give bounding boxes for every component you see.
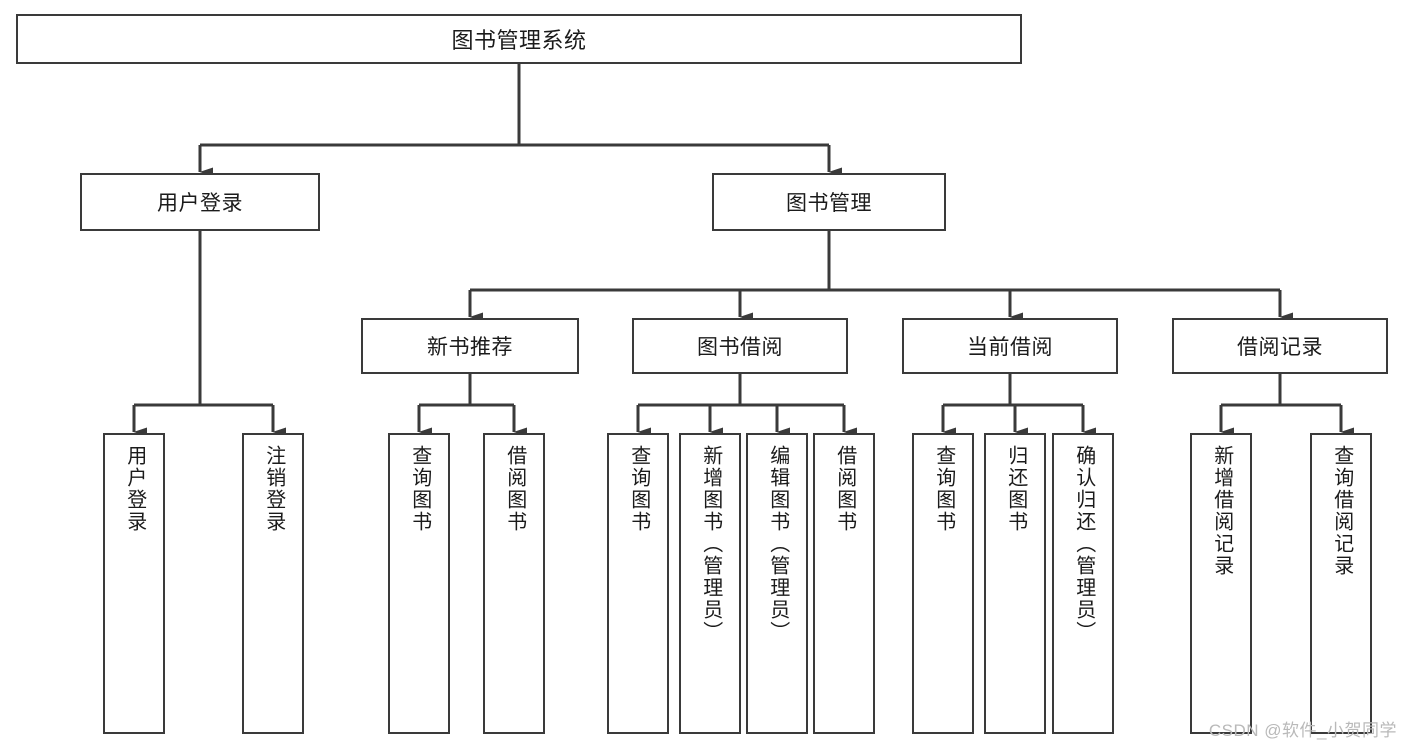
node-label: 查询借阅记录 [1330, 445, 1353, 577]
node-leaf-user-logout: 注销登录 [242, 433, 304, 734]
watermark: CSDN @软件_小贺同学 [1208, 721, 1397, 740]
node-leaf-add-record: 新增借阅记录 [1190, 433, 1252, 734]
node-leaf-borrow-book-rec: 借阅图书 [483, 433, 545, 734]
node-label: 编辑图书（管理员） [766, 445, 789, 643]
node-borrow-record: 借阅记录 [1172, 318, 1388, 374]
node-leaf-edit-book: 编辑图书（管理员） [746, 433, 808, 734]
node-label: 借阅记录 [1237, 336, 1323, 359]
node-label: 确认归还（管理员） [1072, 445, 1095, 643]
node-new-book-rec: 新书推荐 [361, 318, 579, 374]
node-label: 新增借阅记录 [1210, 445, 1233, 577]
node-label: 归还图书 [1004, 445, 1027, 533]
node-label: 新书推荐 [427, 336, 513, 359]
node-current-borrow: 当前借阅 [902, 318, 1118, 374]
node-label: 当前借阅 [967, 336, 1053, 359]
node-label: 用户登录 [157, 192, 243, 215]
node-label: 借阅图书 [833, 445, 856, 533]
node-label: 图书借阅 [697, 336, 783, 359]
node-leaf-query-book: 查询图书 [607, 433, 669, 734]
node-label: 用户登录 [123, 445, 146, 533]
node-label: 查询图书 [408, 445, 431, 533]
node-leaf-add-book: 新增图书（管理员） [679, 433, 741, 734]
node-label: 图书管理系统 [451, 28, 587, 53]
node-book-borrow: 图书借阅 [632, 318, 848, 374]
node-user-login: 用户登录 [80, 173, 320, 231]
node-leaf-confirm-return: 确认归还（管理员） [1052, 433, 1114, 734]
node-label: 查询图书 [627, 445, 650, 533]
node-leaf-user-login: 用户登录 [103, 433, 165, 734]
node-root: 图书管理系统 [16, 14, 1022, 64]
node-label: 借阅图书 [503, 445, 526, 533]
node-label: 图书管理 [786, 192, 872, 215]
node-book-manage: 图书管理 [712, 173, 946, 231]
node-label: 注销登录 [262, 445, 285, 533]
node-leaf-query-book-cur: 查询图书 [912, 433, 974, 734]
node-leaf-borrow-book: 借阅图书 [813, 433, 875, 734]
node-label: 新增图书（管理员） [699, 445, 722, 643]
node-leaf-query-book-rec: 查询图书 [388, 433, 450, 734]
node-label: 查询图书 [932, 445, 955, 533]
node-leaf-return-book: 归还图书 [984, 433, 1046, 734]
node-leaf-query-record: 查询借阅记录 [1310, 433, 1372, 734]
